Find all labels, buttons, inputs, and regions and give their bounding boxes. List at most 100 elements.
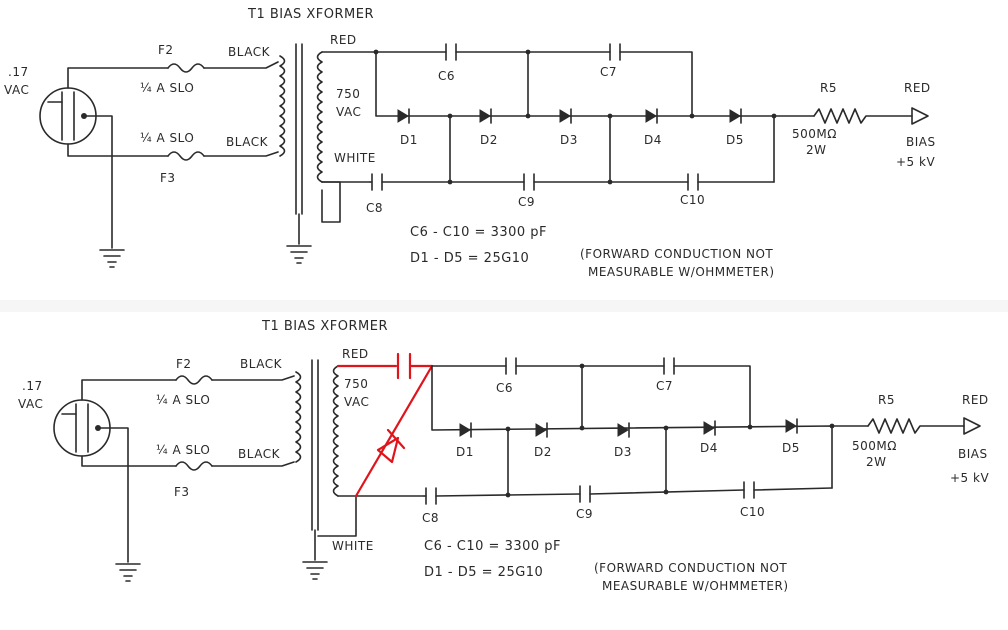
primary-bottom-wire-label: BLACK <box>226 135 269 149</box>
capacitor-c10 <box>687 173 699 191</box>
resistor-power-label: 2W <box>806 143 827 157</box>
diode-d1 <box>397 108 410 124</box>
note-diodes-detail-1: (FORWARD CONDUCTION NOT <box>594 561 787 575</box>
note-capacitors: C6 - C10 = 3300 pF <box>410 225 547 240</box>
source-wire-top <box>67 67 169 89</box>
transformer-secondary-coil <box>332 365 339 497</box>
primary-bottom-wire-label: BLACK <box>238 447 281 461</box>
fuse-f3-symbol <box>175 461 213 471</box>
input-voltage-label: .17 <box>8 65 29 79</box>
capacitor-c6 <box>445 43 457 61</box>
resistor-r5-label: R5 <box>878 393 895 407</box>
note-capacitors: C6 - C10 = 3300 pF <box>424 539 561 554</box>
transformer-secondary-coil <box>316 51 323 183</box>
diode-d5 <box>729 108 742 124</box>
resistor-power-label: 2W <box>866 455 887 469</box>
capacitor-c8 <box>371 173 383 191</box>
ground-wire-left <box>97 427 129 563</box>
fuse-f2-rating: ¼ A SLO <box>156 393 210 407</box>
title-label: T1 BIAS XFORMER <box>247 7 374 22</box>
mod-capacitor <box>396 352 434 380</box>
capacitor-c10 <box>743 481 755 499</box>
capacitor-c9-label: C9 <box>518 195 535 209</box>
source-wire-bottom <box>81 455 177 467</box>
output-voltage-label: +5 kV <box>896 155 935 169</box>
fuse-f2-symbol <box>175 375 213 385</box>
primary-wire-top <box>203 61 279 69</box>
capacitor-c6-label: C6 <box>438 69 455 83</box>
diode-d4 <box>703 420 716 436</box>
fuse-f3-label: F3 <box>174 485 190 499</box>
diode-d3 <box>617 422 630 438</box>
diode-d3-label: D3 <box>614 445 632 459</box>
note-diodes: D1 - D5 = 25G10 <box>410 251 529 266</box>
note-diodes-detail-2: MEASURABLE W/OHMMETER) <box>602 579 789 593</box>
source-wire-top <box>81 379 177 401</box>
resistor-r5-symbol <box>867 418 965 434</box>
capacitor-c7 <box>663 357 675 375</box>
ground-symbol-transformer <box>286 245 312 264</box>
capacitor-c9-label: C9 <box>576 507 593 521</box>
secondary-voltage-label: 750 <box>336 87 360 101</box>
resistor-r5-label: R5 <box>820 81 837 95</box>
primary-top-wire-label: BLACK <box>240 357 283 371</box>
input-voltage-label: .17 <box>22 379 43 393</box>
secondary-unit-label: VAC <box>344 395 369 409</box>
capacitor-c7 <box>609 43 621 61</box>
fuse-f2-label: F2 <box>176 357 192 371</box>
fuse-f2-symbol <box>167 63 205 73</box>
fuse-f2-label: F2 <box>158 43 174 57</box>
fuse-f3-rating: ¼ A SLO <box>156 443 210 457</box>
output-wire-label: RED <box>962 393 989 407</box>
white-lead-wire <box>321 181 341 223</box>
output-voltage-label: +5 kV <box>950 471 989 485</box>
transformer-primary-coil <box>295 371 302 463</box>
secondary-voltage-label: 750 <box>344 377 368 391</box>
rung-wires <box>507 427 667 496</box>
diode-d4 <box>645 108 658 124</box>
diode-chain-wire <box>431 365 833 489</box>
fuse-f3-symbol <box>167 151 205 161</box>
capacitor-c6 <box>505 357 517 375</box>
diode-d3-label: D3 <box>560 133 578 147</box>
capacitor-c9 <box>579 485 591 503</box>
bottom-rail-wire <box>423 487 833 497</box>
resistor-r5-symbol <box>813 108 913 124</box>
diode-d4-label: D4 <box>700 441 718 455</box>
input-unit-label: VAC <box>4 83 29 97</box>
secondary-unit-label: VAC <box>336 105 361 119</box>
primary-wire-top <box>211 375 295 381</box>
output-label: BIAS <box>906 135 936 149</box>
fuse-f3-rating: ¼ A SLO <box>140 131 194 145</box>
ground-symbol-left <box>99 249 125 268</box>
diode-chain-wire <box>375 51 775 183</box>
capacitor-c6-label: C6 <box>496 381 513 395</box>
primary-wire-bottom <box>203 151 279 157</box>
secondary-top-wire-label: RED <box>330 33 357 47</box>
secondary-top-wire-label: RED <box>342 347 369 361</box>
ground-symbol-left <box>115 563 141 582</box>
secondary-bottom-wire-label: WHITE <box>334 151 376 165</box>
mod-diagonal-wire <box>354 364 434 498</box>
output-wire-label: RED <box>904 81 931 95</box>
output-label: BIAS <box>958 447 988 461</box>
diode-d2-label: D2 <box>480 133 498 147</box>
title-label: T1 BIAS XFORMER <box>261 319 388 334</box>
primary-top-wire-label: BLACK <box>228 45 271 59</box>
resistor-value-label: 500MΩ <box>852 439 897 453</box>
mod-diode <box>376 428 406 464</box>
schematic-modified: T1 BIAS XFORMER .17 VAC F2 ¼ A SLO ¼ A S… <box>18 319 989 593</box>
diode-d5-label: D5 <box>726 133 744 147</box>
diode-d1-label: D1 <box>400 133 418 147</box>
separator-band <box>0 300 1008 312</box>
note-diodes-detail-1: (FORWARD CONDUCTION NOT <box>580 247 773 261</box>
diode-d1-label: D1 <box>456 445 474 459</box>
diode-d4-label: D4 <box>644 133 662 147</box>
capacitor-c9 <box>523 173 535 191</box>
diode-d2 <box>479 108 492 124</box>
fuse-f3-label: F3 <box>160 171 176 185</box>
capacitor-c7-label: C7 <box>600 65 617 79</box>
capacitor-c8 <box>425 487 437 505</box>
source-wire-bottom <box>67 143 169 157</box>
